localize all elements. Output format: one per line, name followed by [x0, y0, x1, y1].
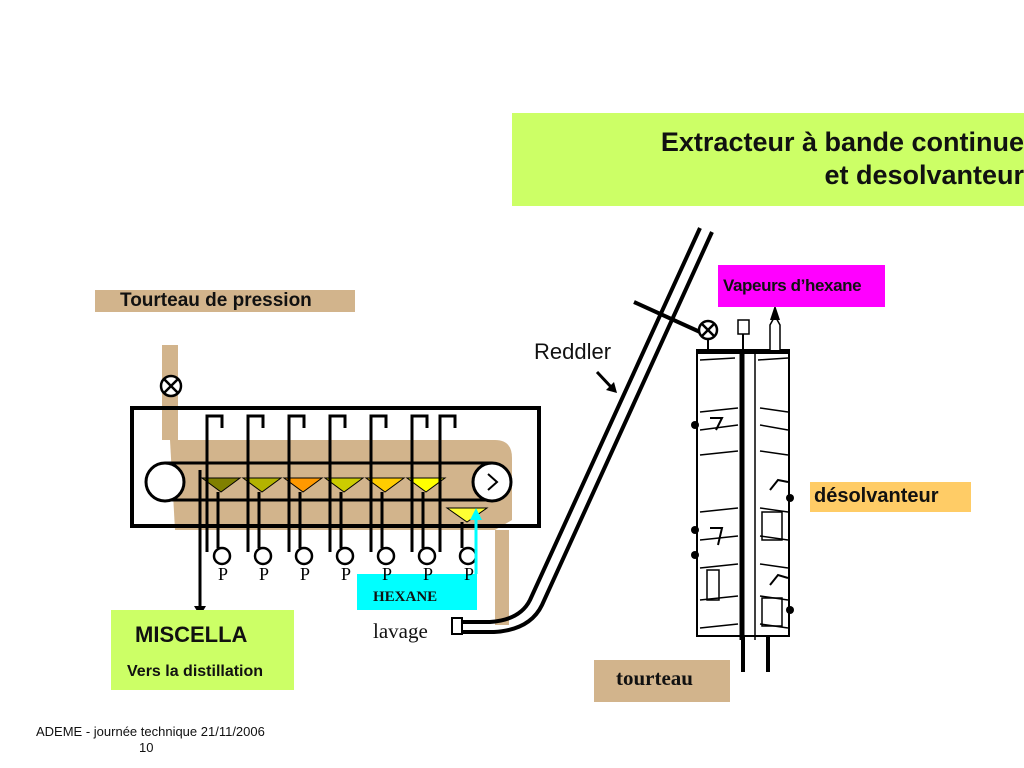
hexane-box [357, 574, 477, 610]
pump-label: P [259, 564, 270, 584]
title-line-2: et desolvanteur [824, 160, 1024, 190]
vent-icon [737, 319, 750, 335]
pump-icon [376, 546, 396, 566]
vers-distillation-label: Vers la distillation [127, 663, 264, 680]
miscella-box: MISCELLA Vers la distillation [111, 610, 294, 690]
pump-label: P [464, 564, 475, 584]
pump-icon [253, 546, 273, 566]
reddler-pointer [595, 370, 614, 390]
pump-label: P [341, 564, 352, 584]
outlet-channel [495, 530, 509, 625]
reddler-label: Reddler [534, 339, 612, 364]
hoppers [200, 477, 489, 523]
pump-lines [198, 470, 464, 610]
footer-text: ADEME - journée technique 21/11/2006 [36, 724, 265, 739]
pump-icon [294, 546, 314, 566]
tourteau-label: tourteau [594, 660, 730, 702]
pump-label: P [423, 564, 434, 584]
desolventizer-nozzles [691, 421, 794, 614]
hexane-label: HEXANE [373, 589, 438, 605]
desolvanteur-label: désolvanteur [810, 482, 971, 512]
pump-label: P [218, 564, 229, 584]
pump-icon [335, 546, 355, 566]
pump-icon [417, 546, 437, 566]
pump-label: P [300, 564, 311, 584]
desolventizer [696, 349, 790, 672]
pump-icon [458, 546, 478, 566]
page-number: 10 [139, 740, 154, 755]
lavage-label: lavage [373, 619, 428, 643]
title-box: Extracteur à bande continue et desolvant… [512, 113, 1024, 206]
pump-icon [212, 546, 232, 566]
vapor-arrow-icon [770, 305, 780, 320]
roller-arrow [487, 473, 499, 491]
pump-label: P [382, 564, 393, 584]
belt-roller-left [144, 461, 186, 503]
tourteau-de-pression-label: Tourteau de pression [95, 290, 355, 312]
title-line-1: Extracteur à bande continue [660, 127, 1024, 157]
reddler-conveyor [455, 227, 714, 634]
pumps [212, 546, 478, 566]
vapeurs-hexane-label: Vapeurs d’hexane [718, 265, 885, 307]
hexane-arrow-icon [470, 508, 482, 520]
spray-headers [205, 414, 457, 470]
belt-roller-right [471, 461, 513, 503]
miscella-label: MISCELLA [135, 622, 248, 647]
extractor-housing [130, 406, 541, 528]
